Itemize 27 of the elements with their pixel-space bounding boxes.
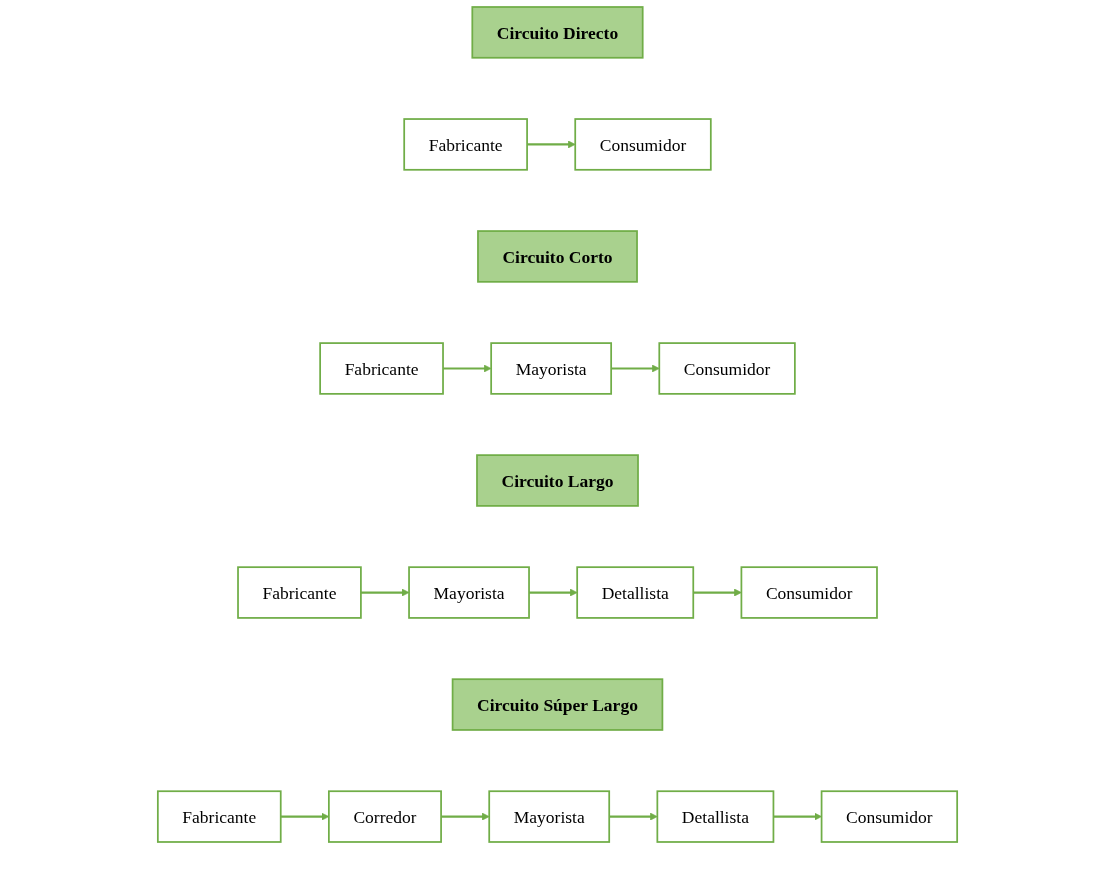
node-box [740,566,878,619]
arrow [441,812,490,821]
node-box [658,342,796,395]
node-box [820,790,959,843]
arrow [773,812,822,821]
node-box [574,118,712,171]
node-box [476,454,639,507]
arrow [443,364,492,373]
arrow [609,812,658,821]
node-box [319,342,444,395]
node-box [403,118,528,171]
node-box [237,566,362,619]
node-box [471,6,644,59]
node-box [156,790,282,843]
node-box [408,566,530,619]
arrow [611,364,660,373]
node-box [477,230,638,283]
node-box [656,790,775,843]
node-box [328,790,442,843]
node-box [488,790,611,843]
node-box [451,678,664,731]
arrow [529,588,578,597]
arrow [527,140,576,149]
arrow [360,588,410,597]
arrow [693,588,742,597]
node-box [576,566,695,619]
node-box [490,342,613,395]
